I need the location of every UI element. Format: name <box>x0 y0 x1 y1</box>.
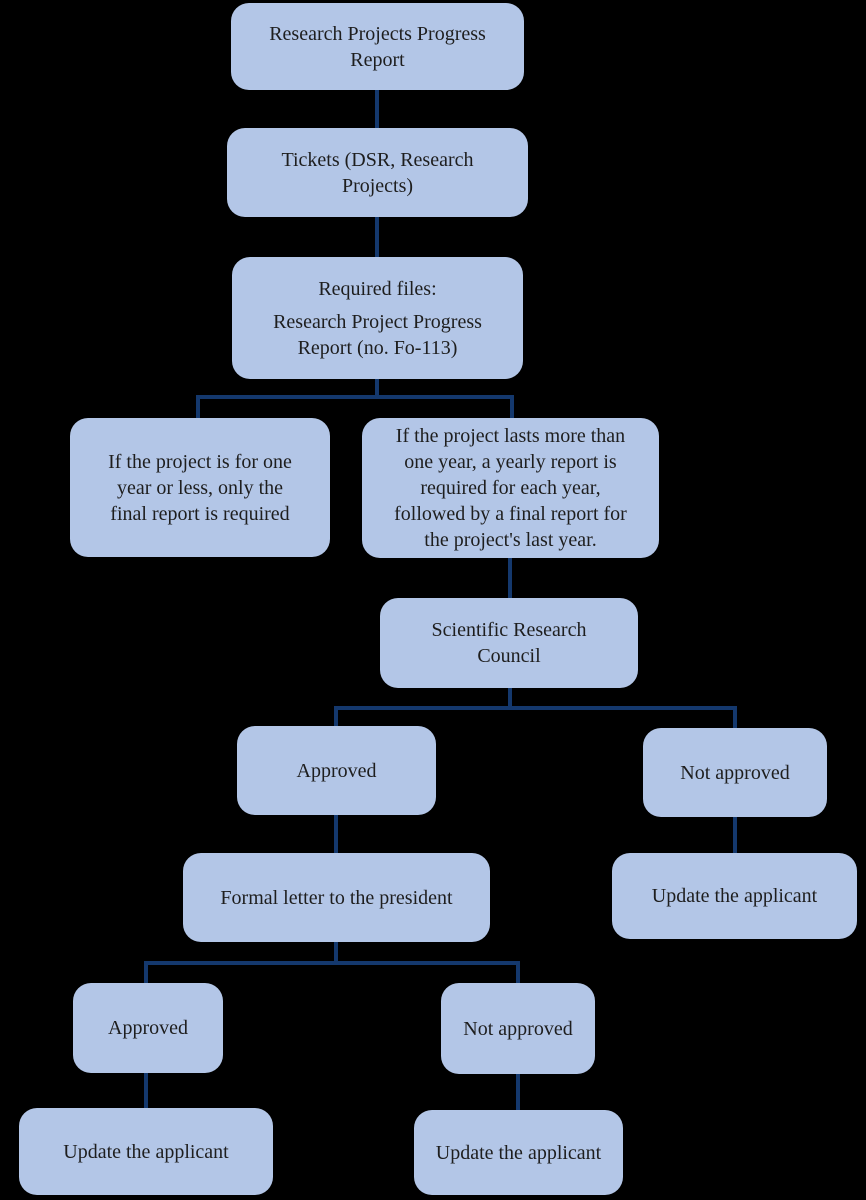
node-president-not-approved: Not approved <box>441 983 595 1074</box>
node-council-not-approved: Not approved <box>643 728 827 817</box>
node-label: If the project lasts more than one year,… <box>394 425 627 551</box>
connector-council-stub <box>508 688 512 710</box>
connector-tickets-required <box>375 217 379 257</box>
connector-branch-to-multi-year <box>510 395 514 418</box>
node-label: Not approved <box>463 1017 573 1040</box>
connector-not-approved-2-update <box>516 1074 520 1110</box>
node-multi-year-rule: If the project lasts more than one year,… <box>362 418 659 558</box>
node-president-approved: Approved <box>73 983 223 1073</box>
node-scientific-research-council: Scientific Research Council <box>380 598 638 688</box>
connector-council-branch-bar <box>334 706 737 710</box>
connector-required-branch-bar <box>196 395 514 399</box>
connector-president-branch-bar <box>144 961 520 965</box>
node-label: Update the applicant <box>651 885 818 907</box>
node-label-required-files-detail: Research Project Progress Report (no. Fo… <box>273 310 482 359</box>
node-label: If the project is for one year or less, … <box>108 450 292 525</box>
node-update-applicant-mid: Update the applicant <box>414 1110 623 1195</box>
connector-branch-to-one-year <box>196 395 200 418</box>
node-label: Approved <box>108 1017 188 1039</box>
node-label: Research Projects Progress Report <box>269 22 486 71</box>
node-label: Tickets (DSR, Research Projects) <box>281 148 474 197</box>
connector-formal-letter-stub <box>334 942 338 965</box>
node-label: Update the applicant <box>63 1140 229 1163</box>
connector-branch-to-approved <box>334 706 338 726</box>
node-one-year-rule: If the project is for one year or less, … <box>70 418 330 557</box>
node-update-applicant-right: Update the applicant <box>612 853 857 939</box>
connector-not-approved-update <box>733 817 737 853</box>
connector-approved-formal-letter <box>334 815 338 853</box>
node-formal-letter-to-president: Formal letter to the president <box>183 853 490 942</box>
connector-branch-to-not-approved-2 <box>516 961 520 983</box>
node-label-required-files-heading: Required files: <box>318 277 437 300</box>
node-label: Scientific Research Council <box>431 619 587 667</box>
node-label: Update the applicant <box>435 1141 602 1164</box>
connector-branch-to-not-approved <box>733 706 737 728</box>
connector-report-tickets <box>375 90 379 128</box>
connector-branch-to-approved-2 <box>144 961 148 983</box>
node-label: Formal letter to the president <box>220 886 453 909</box>
node-tickets-dsr-research-projects: Tickets (DSR, Research Projects) <box>227 128 528 217</box>
node-required-files: Required files: Research Project Progres… <box>232 257 523 379</box>
node-label: Approved <box>296 759 377 782</box>
connector-multi-year-council <box>508 558 512 598</box>
connector-required-stub <box>375 379 379 399</box>
connector-approved-2-update <box>144 1073 148 1108</box>
node-research-projects-progress-report: Research Projects Progress Report <box>231 3 524 90</box>
node-label: Not approved <box>680 761 790 784</box>
node-council-approved: Approved <box>237 726 436 815</box>
node-update-applicant-left: Update the applicant <box>19 1108 273 1195</box>
